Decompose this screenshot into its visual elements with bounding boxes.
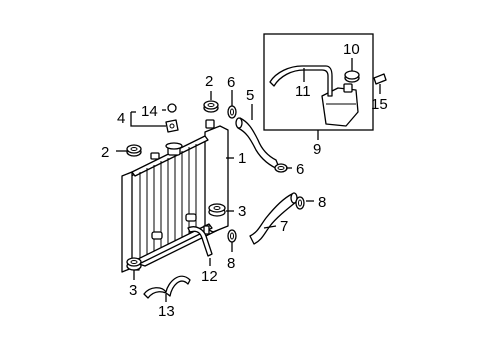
callout-2-left: 2 — [101, 144, 109, 161]
cap-seal — [167, 103, 177, 113]
callout-11: 11 — [295, 83, 311, 100]
lower-cushion-right — [208, 203, 226, 217]
hose-clamp-lower — [274, 163, 288, 173]
reservoir-tank — [321, 83, 359, 127]
hose-clamp-part8-right — [295, 196, 305, 210]
hose-clamp-upper — [227, 105, 237, 119]
callout-5: 5 — [246, 87, 254, 104]
lower-radiator-hose — [249, 192, 298, 245]
callout-10: 10 — [343, 41, 360, 58]
callout-15: 15 — [371, 96, 388, 113]
hose-clamp-part8-left — [227, 229, 237, 243]
callout-13: 13 — [158, 303, 175, 320]
radiator-assembly — [121, 119, 229, 273]
mount-cushion-left — [126, 144, 142, 157]
callout-8-left: 8 — [227, 255, 235, 272]
callout-2-upper: 2 — [205, 73, 213, 90]
mount-cushion-upper — [203, 100, 219, 113]
reservoir-hose — [269, 65, 333, 97]
reservoir-cap — [344, 70, 360, 83]
reservoir-bracket — [373, 73, 387, 85]
callout-1: 1 — [238, 150, 246, 167]
leader-lines — [116, 58, 381, 302]
callout-3-left: 3 — [129, 282, 137, 299]
callout-8-right: 8 — [318, 194, 326, 211]
callout-9: 9 — [313, 141, 321, 158]
callout-14: 14 — [141, 103, 158, 120]
overflow-hose — [187, 226, 213, 257]
callout-3-right: 3 — [238, 203, 246, 220]
callout-12: 12 — [201, 268, 218, 285]
callout-labels: 1 2 2 3 3 4 5 6 6 7 8 8 9 10 11 12 13 14… — [101, 41, 388, 320]
lower-cushion-left — [126, 257, 142, 271]
drain-plug — [165, 119, 179, 133]
callout-6-upper: 6 — [227, 74, 235, 91]
drain-hose — [143, 275, 191, 299]
callout-4: 4 — [117, 110, 125, 127]
callout-6-lower: 6 — [296, 161, 304, 178]
callout-7: 7 — [280, 218, 288, 235]
